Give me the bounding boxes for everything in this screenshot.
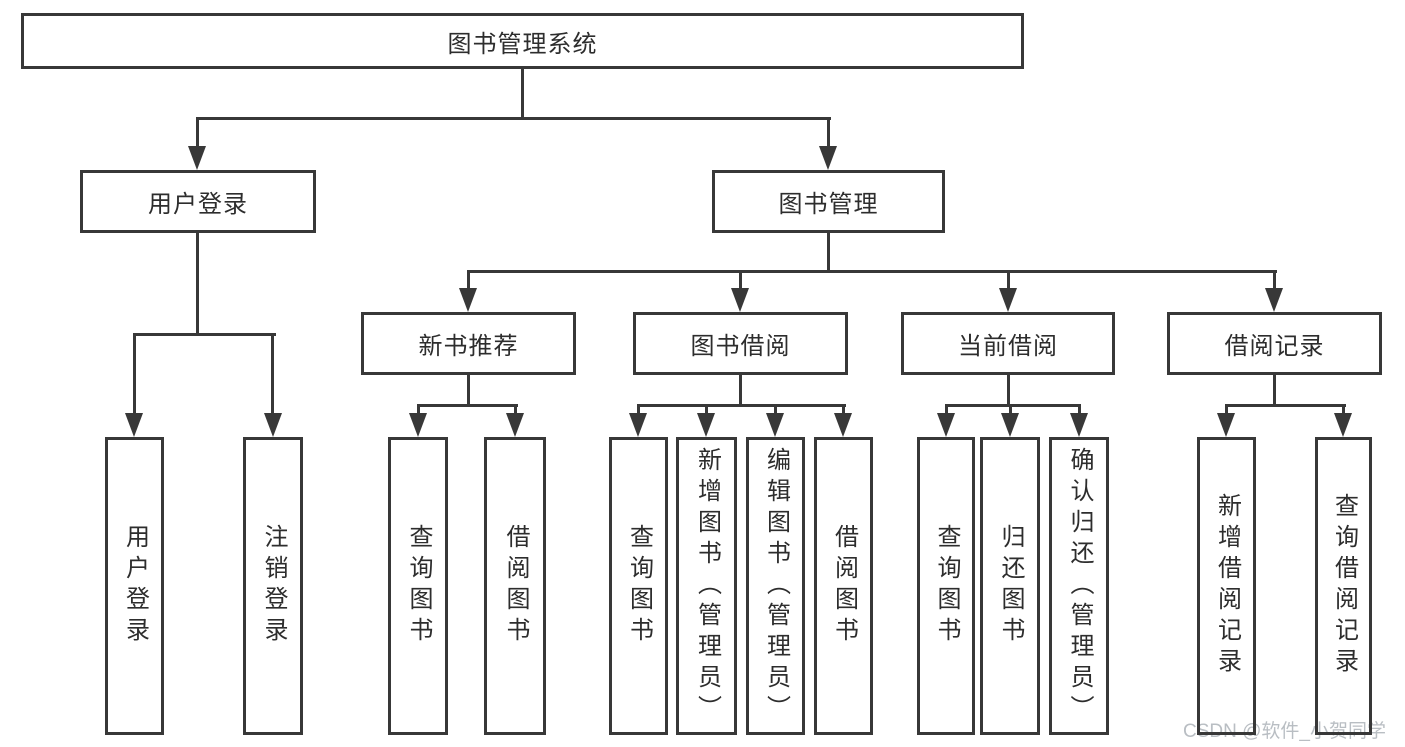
connector-arrowhead [834, 413, 852, 437]
connector-arrowhead [188, 146, 206, 170]
connector-line [827, 233, 830, 272]
node-user-login: 用户登录 [80, 170, 316, 233]
connector-line [467, 270, 470, 292]
connector-arrowhead [1001, 413, 1019, 437]
connector-line [1007, 270, 1010, 292]
connector-arrowhead [731, 288, 749, 312]
connector-arrowhead [1217, 413, 1235, 437]
connector-line [514, 404, 517, 416]
connector-line [417, 404, 420, 416]
connector-line [196, 117, 199, 150]
connector-line [467, 375, 470, 406]
leaf-borrow-book: 借阅图书 [814, 437, 873, 735]
leaf-add-book-admin: 新增图书（管理员） [676, 437, 737, 735]
connector-arrowhead [1265, 288, 1283, 312]
connector-arrowhead [629, 413, 647, 437]
connector-arrowhead [506, 413, 524, 437]
connector-line [637, 404, 846, 407]
connector-line [196, 117, 831, 120]
node-book-management: 图书管理 [712, 170, 945, 233]
connector-line [467, 270, 1277, 273]
connector-arrowhead [766, 413, 784, 437]
connector-arrowhead [409, 413, 427, 437]
connector-line [133, 333, 276, 336]
connector-line [705, 404, 708, 416]
connector-line [521, 69, 524, 118]
connector-arrowhead [125, 413, 143, 437]
connector-line [739, 375, 742, 406]
node-new-book-recommend: 新书推荐 [361, 312, 576, 375]
connector-line [842, 404, 845, 416]
node-root-system: 图书管理系统 [21, 13, 1024, 69]
csdn-watermark: CSDN @软件_小贺同学 [1183, 721, 1386, 742]
leaf-user-login: 用户登录 [105, 437, 164, 735]
leaf-confirm-return-admin: 确认归还（管理员） [1049, 437, 1109, 735]
connector-line [1225, 404, 1346, 407]
leaf-return-book: 归还图书 [980, 437, 1040, 735]
connector-arrowhead [459, 288, 477, 312]
node-current-borrow: 当前借阅 [901, 312, 1115, 375]
connector-line [774, 404, 777, 416]
connector-arrowhead [264, 413, 282, 437]
leaf-edit-book-admin: 编辑图书（管理员） [746, 437, 805, 735]
connector-line [1273, 270, 1276, 292]
leaf-query-book-current: 查询图书 [917, 437, 975, 735]
node-book-borrow: 图书借阅 [633, 312, 848, 375]
connector-arrowhead [937, 413, 955, 437]
connector-line [1273, 375, 1276, 406]
connector-arrowhead [697, 413, 715, 437]
connector-arrowhead [999, 288, 1017, 312]
leaf-query-book-recommend: 查询图书 [388, 437, 448, 735]
leaf-borrow-book-recommend: 借阅图书 [484, 437, 546, 735]
connector-arrowhead [1334, 413, 1352, 437]
connector-line [417, 404, 518, 407]
connector-line [1225, 404, 1228, 416]
connector-line [1342, 404, 1345, 416]
connector-line [1009, 404, 1012, 416]
connector-line [739, 270, 742, 292]
connector-line [1007, 375, 1010, 406]
connector-line [637, 404, 640, 416]
connector-line [196, 233, 199, 335]
leaf-logout: 注销登录 [243, 437, 303, 735]
connector-line [1078, 404, 1081, 416]
connector-arrowhead [819, 146, 837, 170]
connector-line [271, 333, 274, 415]
node-borrow-records: 借阅记录 [1167, 312, 1382, 375]
leaf-query-book-borrow: 查询图书 [609, 437, 668, 735]
connector-arrowhead [1070, 413, 1088, 437]
connector-line [827, 117, 830, 150]
connector-line [945, 404, 948, 416]
leaf-add-borrow-record: 新增借阅记录 [1197, 437, 1256, 735]
leaf-query-borrow-record: 查询借阅记录 [1315, 437, 1372, 735]
connector-line [133, 333, 136, 415]
connector-line [945, 404, 1081, 407]
